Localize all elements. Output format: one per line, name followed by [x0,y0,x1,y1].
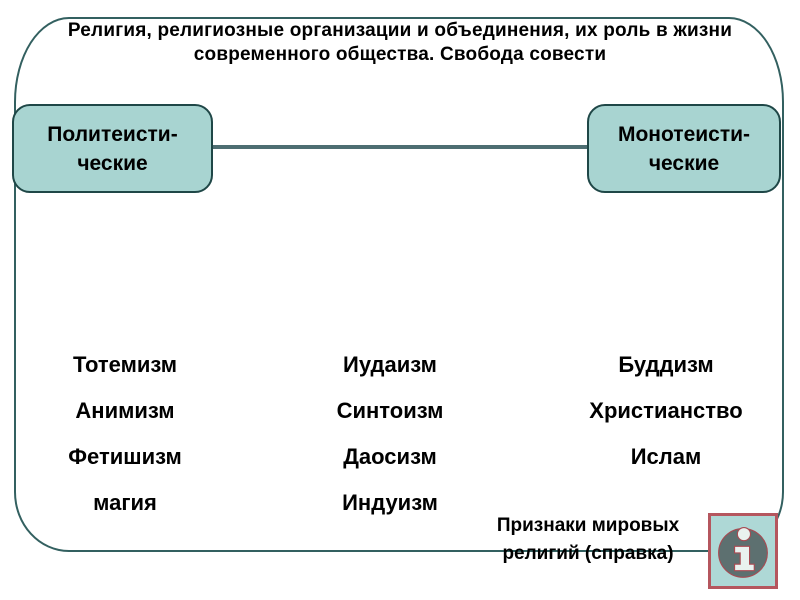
religion-list-national: Иудаизм Синтоизм Даосизм Индуизм [295,342,485,526]
religion-list-world: Буддизм Христианство Ислам [573,342,759,480]
list-item: Ислам [630,444,702,469]
slide-title: Религия, религиозные организации и объед… [0,19,800,67]
religion-list-early-forms: Тотемизм Анимизм Фетишизм магия [30,342,220,526]
category-box-polytheistic-label-line1: Политеисти- [47,122,178,146]
footer-reference-link[interactable]: Признаки мировых религий (справка) [470,512,706,568]
category-box-polytheistic-label-line2: ческие [77,151,148,175]
list-item: Индуизм [342,490,438,515]
slide-title-line2: современного общества. Свобода совести [193,44,607,65]
slide-title-line1: Религия, религиозные организации и объед… [67,20,733,41]
list-item: Иудаизм [343,352,437,377]
list-item: Анимизм [75,398,175,423]
category-box-monotheistic-label-line2: ческие [648,151,720,175]
connector-line [211,145,589,149]
footer-reference-line1: Признаки мировых [496,515,680,536]
category-box-polytheistic: Политеисти- ческие [12,104,213,193]
footer-reference-line2: религий (справка) [502,543,674,564]
category-box-monotheistic-label-line1: Монотеисти- [617,122,751,146]
content-frame [14,17,784,552]
list-item: Даосизм [343,444,437,469]
info-icon [718,527,768,578]
list-item: Христианство [589,398,743,423]
list-item: Тотемизм [72,352,178,377]
category-box-monotheistic: Монотеисти- ческие [587,104,781,193]
list-item: Буддизм [618,352,714,377]
list-item: Синтоизм [336,398,444,423]
info-button[interactable] [708,513,778,589]
list-item: магия [93,490,157,515]
list-item: Фетишизм [68,444,182,469]
